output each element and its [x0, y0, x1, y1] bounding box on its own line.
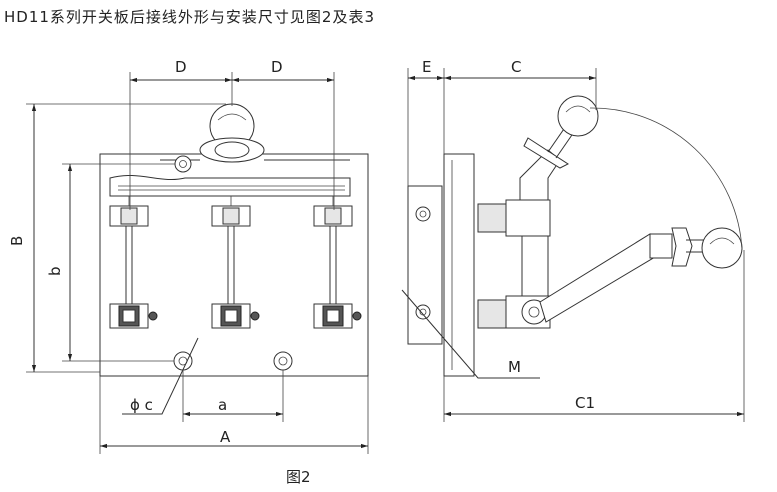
label-D-left: D [175, 58, 187, 76]
label-D-right: D [271, 58, 283, 76]
pivot-boss [174, 155, 192, 173]
page-title: HD11系列开关板后接线外形与安装尺寸见图2及表3 [4, 8, 376, 26]
label-A: A [220, 428, 231, 446]
upper-handle-guard [523, 137, 570, 169]
label-b: b [46, 266, 64, 276]
side-view [401, 68, 745, 422]
label-C: C [511, 58, 521, 76]
label-a: a [218, 396, 227, 414]
swing-arc [589, 107, 743, 251]
label-E: E [422, 58, 431, 76]
pole-1 [109, 205, 158, 329]
label-M: M [508, 358, 521, 376]
pole-3 [313, 205, 362, 329]
mount-hole-left [173, 351, 193, 371]
lower-handle-arm [539, 233, 661, 323]
front-view [26, 72, 369, 454]
upper-handle-ball [557, 95, 599, 137]
pole-2 [211, 205, 260, 329]
lower-handle-ball [701, 227, 743, 269]
leader-M [401, 289, 540, 379]
mount-hole-right [273, 351, 293, 371]
leader-phi-c [122, 337, 199, 415]
label-phi-c: ϕ c [130, 396, 153, 414]
side-base-plate [443, 153, 475, 377]
label-B: B [8, 236, 26, 246]
label-C1: C1 [575, 394, 595, 412]
figure-caption: 图2 [286, 468, 311, 486]
